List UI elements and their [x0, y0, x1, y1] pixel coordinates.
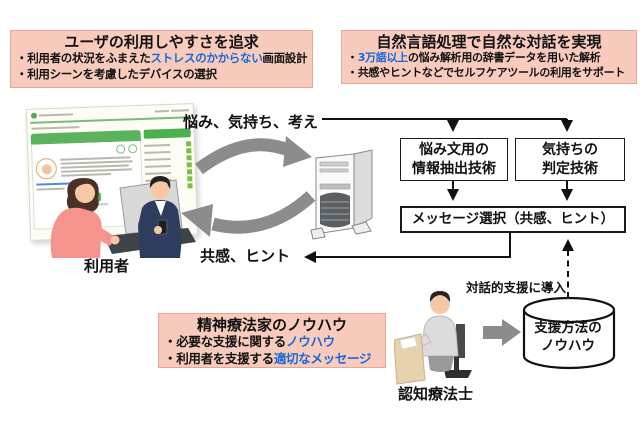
callout-title: 自然言語処理で自然な対話を実現: [376, 33, 602, 51]
bullet-text: ・利用者を支援する: [164, 350, 274, 366]
output-label: 共感、ヒント: [200, 247, 291, 265]
callout-bullet: ・必要な支援に関するノウハウ: [164, 334, 380, 351]
user-friendliness-callout: ユーザの利用しやすさを追求 ・利用者の状況をふまえたストレスのかからない画面設計…: [10, 30, 313, 88]
callout-bullet: ・利用者の状況をふまえたストレスのかからない画面設計: [16, 51, 308, 67]
cycle-arrow-to-server: [195, 138, 294, 175]
callout-bullet: ・利用シーンを考慮したデバイスの選択: [16, 67, 307, 83]
arrow-message-to-output: [304, 233, 511, 263]
callout-bullet: ・共感やヒントなどでセルフケアツールの利用をサポート: [347, 66, 631, 81]
bullet-highlight: ストレスのかからない: [150, 51, 263, 65]
callout-bullet: ・3万語以上の悩み解析用の辞書データを用いた解析: [347, 51, 631, 66]
bullet-highlight: 3万語以上: [357, 51, 408, 64]
bullet-text: 画面設計: [262, 51, 308, 65]
server-icon: [310, 149, 373, 240]
box-line: 悩み文用の: [419, 142, 489, 159]
bullet-text: の悩み解析用の辞書データを用いた解析: [407, 51, 601, 64]
woman-user-icon: [50, 178, 120, 258]
bullet-highlight: 適切なメッセージ: [273, 350, 372, 366]
cycle-arrowhead-right: [283, 136, 312, 167]
feeling-judgment-box: 気持ちの 判定技術: [515, 138, 625, 181]
callout-bullet: ・利用者を支援する適切なメッセージ: [164, 351, 380, 368]
db-line: 支援方法の: [534, 320, 602, 336]
callout-title: ユーザの利用しやすさを追求: [64, 33, 259, 51]
bullet-highlight: ノウハウ: [286, 334, 335, 349]
knowhow-database-icon: [522, 296, 616, 370]
box-line: メッセージ選択（共感、ヒント）: [411, 210, 615, 227]
cycle-arrow-to-users: [211, 191, 316, 234]
bullet-text: ・利用者の状況をふまえた: [16, 51, 151, 65]
cycle-arrowhead-left: [181, 204, 213, 237]
man-user-icon: [138, 176, 182, 258]
therapist-to-db-arrow: [483, 319, 521, 346]
input-label: 悩み、気持ち、考え: [183, 113, 319, 131]
users-illustration: [50, 176, 196, 258]
box-line: 情報抽出技術: [412, 160, 496, 177]
nlp-dialogue-callout: 自然言語処理で自然な対話を実現 ・3万語以上の悩み解析用の辞書データを用いた解析…: [341, 30, 637, 84]
db-line: ノウハウ: [541, 338, 595, 355]
therapist-icon: [394, 291, 472, 385]
bullet-text: ・利用シーンを考慮したデバイスの選択: [16, 66, 217, 81]
dialog-support-label: 対話的支援に導入: [466, 280, 567, 295]
bullet-text: ・共感やヒントなどでセルフケアツールの利用をサポート: [347, 65, 625, 79]
bullet-text: ・: [347, 51, 358, 64]
box-line: 気持ちの: [542, 142, 598, 159]
users-label: 利用者: [84, 257, 130, 275]
box-line: 判定技術: [542, 160, 598, 177]
therapist-label: 認知療法士: [398, 385, 474, 403]
callout-title: 精神療法家のノウハウ: [196, 316, 347, 334]
knowhow-database-label: 支援方法の ノウハウ: [522, 319, 614, 355]
bullet-text: ・必要な支援に関する: [164, 334, 287, 349]
message-selection-box: メッセージ選択（共感、ヒント）: [400, 206, 626, 233]
extraction-tech-box: 悩み文用の 情報抽出技術: [400, 138, 508, 181]
psychotherapist-knowhow-callout: 精神療法家のノウハウ ・必要な支援に関するノウハウ ・利用者を支援する適切なメッ…: [158, 313, 386, 368]
